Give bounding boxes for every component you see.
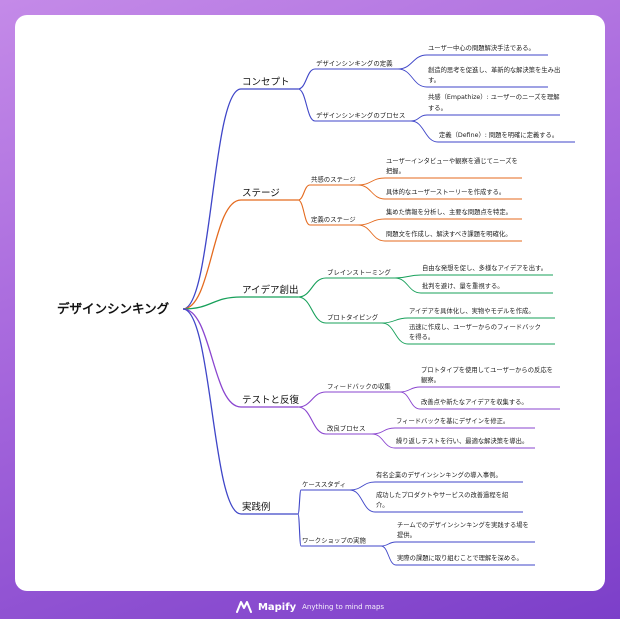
leaf-connector — [399, 386, 421, 393]
mapify-logo-icon — [235, 601, 252, 613]
leaf-connector — [357, 218, 386, 226]
sub-connector — [297, 391, 327, 408]
leaf-connector — [394, 274, 422, 279]
leaf-connector — [397, 54, 428, 70]
leaf-connector — [349, 481, 376, 491]
leaf-node-label: 問題文を作成し、解決すべき課題を明確化。 — [386, 229, 512, 238]
leaf-connector — [380, 541, 397, 547]
leaf-node-label: 成功したプロダクトやサービスの改善過程を紹 — [376, 490, 508, 499]
leaf-node-label: を得る。 — [409, 332, 434, 341]
sub-connector — [297, 68, 316, 90]
sub-node-label: デザインシンキングの定義 — [316, 59, 393, 68]
leaf-node-label: 改善点や新たなアイデアを収集する。 — [421, 397, 528, 406]
leaf-connector — [371, 427, 396, 435]
leaf-node-label: 迅速に作成し、ユーザーからのフィードバック — [409, 322, 541, 331]
leaf-node-label: 定義（Define）: 問題を明確に定義する。 — [439, 130, 558, 139]
branch-label: ステージ — [242, 188, 280, 199]
branch-connector — [182, 296, 242, 310]
sub-connector — [297, 513, 302, 547]
leaf-node-label: 具体的なユーザーストーリーを作成する。 — [386, 187, 505, 196]
branch-label: コンセプト — [242, 77, 290, 88]
leaf-node-label: 繰り返しテストを行い、最適な解決策を導出。 — [396, 436, 528, 445]
sub-connector — [297, 296, 327, 324]
leaf-node-label: 批判を避け、量を重視する。 — [422, 281, 504, 290]
leaf-node-label: 創造的思考を促進し、革新的な解決策を生み出 — [428, 65, 560, 74]
root-node-label: デザインシンキング — [57, 301, 170, 316]
sub-node-label: ケーススタディ — [302, 480, 346, 489]
footer-tagline: Anything to mind maps — [302, 603, 385, 611]
leaf-connector — [349, 489, 376, 513]
sub-connector — [297, 88, 316, 122]
leaf-node-label: ユーザー中心の問題解決手法である。 — [428, 43, 535, 52]
leaf-node-label: 有名企業のデザインシンキングの導入事例。 — [376, 470, 502, 479]
leaf-connector — [381, 317, 409, 324]
leaf-node-label: 集めた情報を分析し、主要な問題点を特定。 — [386, 207, 512, 216]
leaf-connector — [357, 224, 386, 242]
leaf-node-label: 観察。 — [421, 375, 440, 384]
leaf-node-label: 介。 — [376, 501, 389, 509]
branch-label: テストと反復 — [242, 394, 300, 406]
footer-brand: Mapify — [257, 601, 297, 613]
leaf-connector — [410, 114, 428, 122]
footer: Mapify Anything to mind maps — [0, 597, 620, 617]
mind-map-canvas: デザインシンキング コンセプト デザインシンキングの定義 ユーザー中心の問題解決手法で… — [57, 43, 575, 566]
leaf-node-label: 共感（Empathize）: ユーザーのニーズを理解 — [428, 92, 560, 101]
leaf-connector — [357, 177, 386, 186]
leaf-node-label: プロトタイプを使用してユーザーからの反応を — [421, 365, 553, 374]
sub-connector — [297, 277, 327, 298]
sub-node-label: 改良プロセス — [327, 424, 365, 433]
sub-connector — [297, 199, 311, 226]
leaf-node-label: 把握。 — [386, 166, 405, 175]
leaf-node-label: フィードバックを基にデザインを修正。 — [396, 416, 509, 425]
leaf-node-label: アイデアを具体化し、実物やモデルを作成。 — [409, 306, 535, 315]
leaf-node-label: チームでのデザインシンキングを実践する場を — [397, 520, 529, 529]
sub-connector — [297, 406, 327, 435]
mind-map-card: デザインシンキング コンセプト デザインシンキングの定義 ユーザー中心の問題解決手法で… — [15, 15, 605, 591]
leaf-connector — [381, 322, 409, 345]
sub-node-label: ワークショップの実施 — [302, 536, 367, 545]
leaf-node-label: す。 — [428, 76, 440, 84]
branch-connector — [182, 308, 242, 515]
sub-node-label: ブレインストーミング — [327, 268, 391, 277]
leaf-node-label: ユーザーインタビューや観察を通じてニーズを — [386, 156, 518, 165]
branch-label: アイデア創出 — [242, 284, 299, 296]
leaf-connector — [399, 391, 421, 410]
leaf-node-label: する。 — [428, 104, 447, 112]
sub-node-label: フィードバックの収集 — [327, 382, 391, 391]
sub-node-label: 定義のステージ — [311, 215, 356, 224]
sub-connector — [297, 489, 302, 515]
sub-node-label: 共感のステージ — [311, 175, 356, 184]
leaf-node-label: 自由な発想を促し、多様なアイデアを出す。 — [422, 263, 547, 272]
leaf-connector — [371, 433, 396, 449]
leaf-connector — [410, 120, 439, 143]
sub-node-label: プロトタイピング — [327, 313, 379, 322]
leaf-node-label: 実際の課題に取り組むことで理解を深める。 — [397, 553, 523, 562]
branch-connector — [182, 308, 242, 408]
leaf-connector — [380, 545, 397, 566]
branch-connector — [182, 88, 242, 310]
sub-connector — [297, 184, 311, 201]
branch-label: 実践例 — [242, 501, 271, 513]
leaf-connector — [357, 184, 386, 200]
leaf-connector — [394, 277, 422, 294]
branch-connector — [182, 199, 242, 310]
leaf-node-label: 提供。 — [397, 530, 416, 539]
leaf-connector — [397, 68, 428, 88]
sub-node-label: デザインシンキングのプロセス — [316, 111, 405, 120]
